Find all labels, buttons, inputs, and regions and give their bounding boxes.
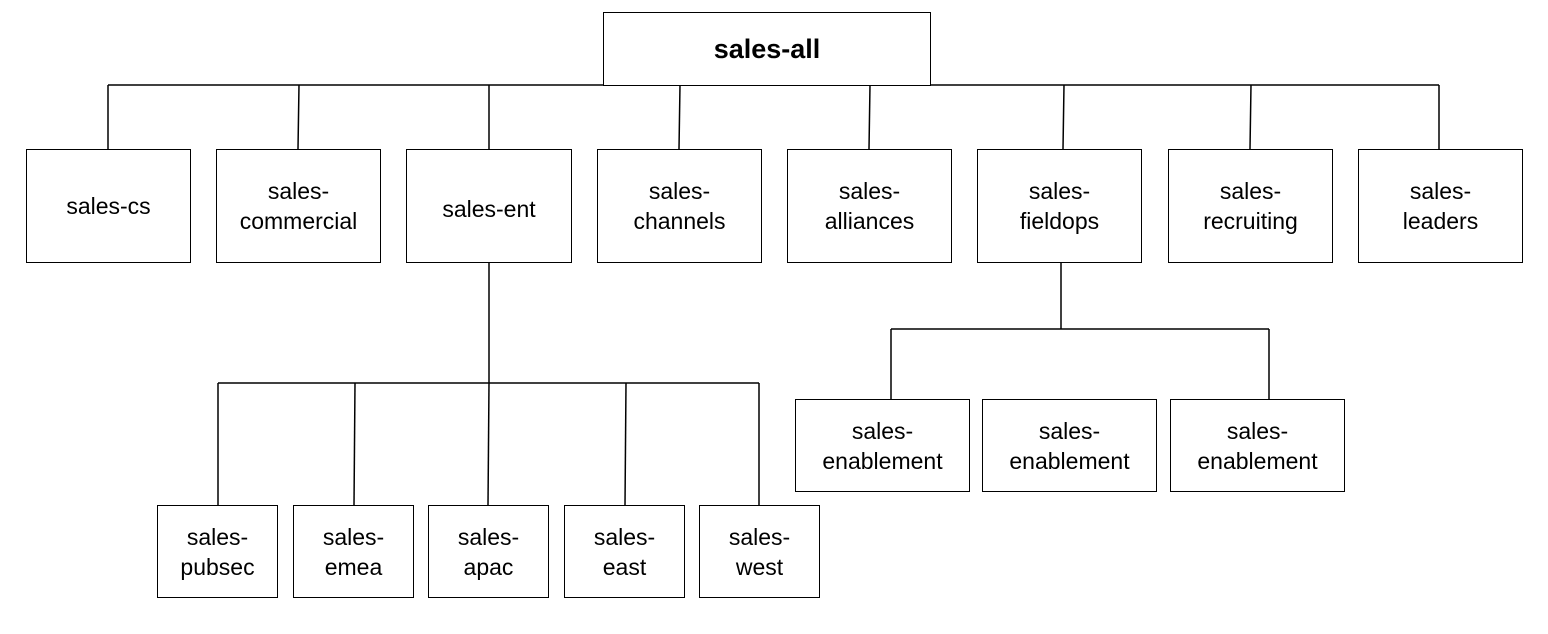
node-sales-apac: sales- apac xyxy=(428,505,549,598)
node-sales-all: sales-all xyxy=(603,12,931,86)
node-sales-east: sales- east xyxy=(564,505,685,598)
connector-to-fieldops xyxy=(1062,84,1065,150)
node-sales-cs: sales-cs xyxy=(26,149,191,263)
node-sales-recruiting: sales- recruiting xyxy=(1168,149,1333,263)
connector-to-east xyxy=(624,382,627,506)
node-sales-commercial: sales- commercial xyxy=(216,149,381,263)
connector-to-channels xyxy=(678,84,681,150)
node-sales-enablement-1: sales- enablement xyxy=(795,399,970,492)
connector-to-alliances xyxy=(868,84,871,150)
connector-to-apac xyxy=(487,382,490,506)
node-sales-pubsec: sales- pubsec xyxy=(157,505,278,598)
node-sales-fieldops: sales- fieldops xyxy=(977,149,1142,263)
node-sales-channels: sales- channels xyxy=(597,149,762,263)
connector-to-recruiting xyxy=(1249,84,1252,150)
node-sales-alliances: sales- alliances xyxy=(787,149,952,263)
node-sales-enablement-2: sales- enablement xyxy=(982,399,1157,492)
node-sales-enablement-3: sales- enablement xyxy=(1170,399,1345,492)
connector-to-emea xyxy=(353,382,356,506)
connector-to-commercial xyxy=(297,84,300,150)
node-sales-leaders: sales- leaders xyxy=(1358,149,1523,263)
node-sales-west: sales- west xyxy=(699,505,820,598)
node-sales-ent: sales-ent xyxy=(406,149,572,263)
node-sales-emea: sales- emea xyxy=(293,505,414,598)
